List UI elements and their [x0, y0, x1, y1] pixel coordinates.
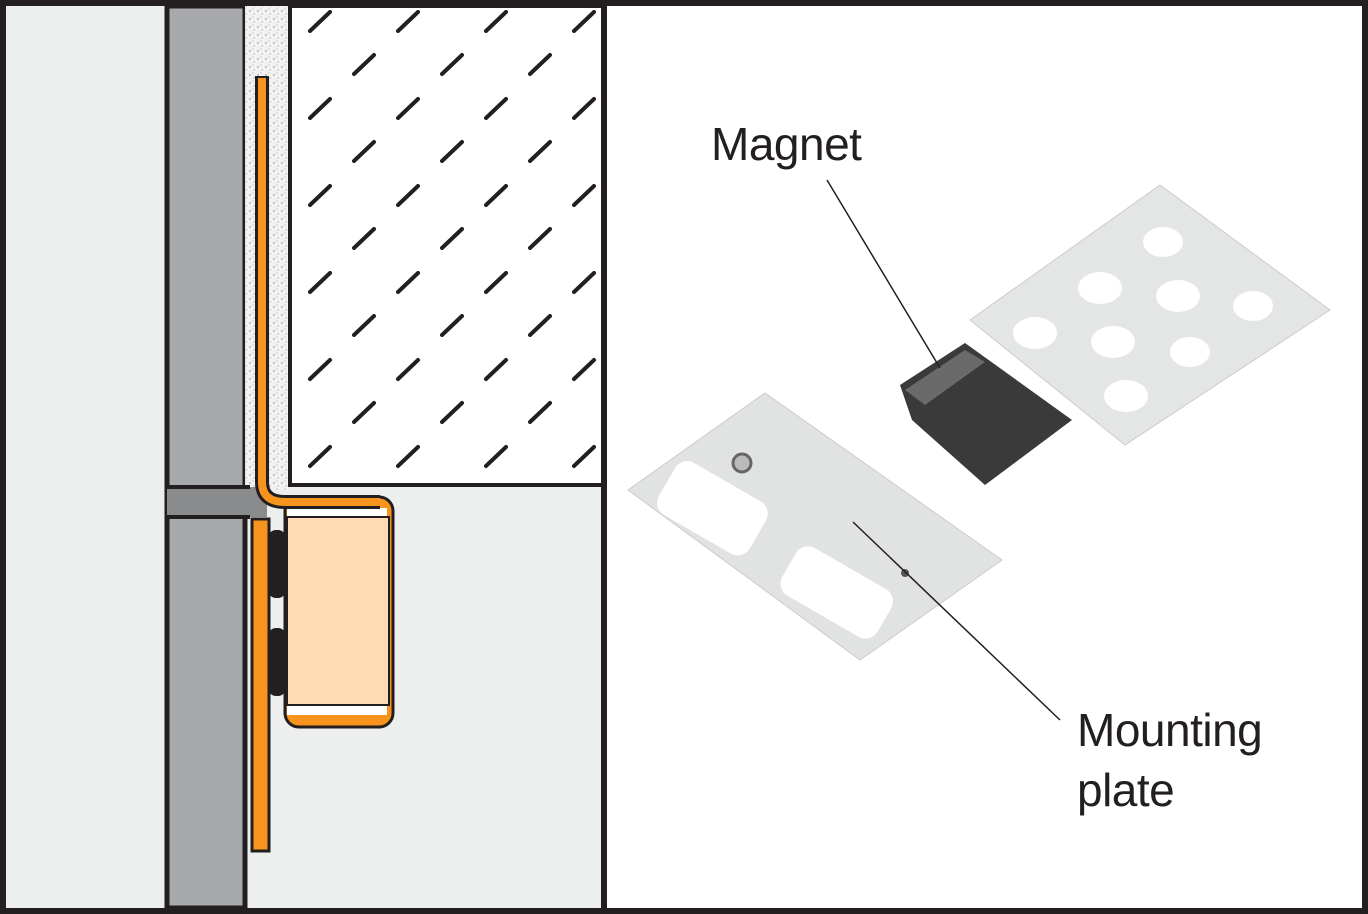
mounting-plate-section	[250, 517, 271, 853]
wall-substrate	[164, 3, 248, 911]
magnet-section	[268, 530, 286, 598]
cross-section-panel	[6, 3, 607, 911]
profile-leg	[258, 78, 380, 506]
mounting-plate-label-line1: Mounting	[1077, 704, 1263, 756]
magnet-plate-photo	[900, 184, 1331, 485]
grout-joint	[167, 487, 267, 517]
magnet-label: Magnet	[711, 118, 862, 170]
mounting-plate-label-line2: plate	[1077, 764, 1175, 816]
magnet-section	[268, 628, 286, 696]
tile-hatching	[294, 10, 600, 481]
mounting-plate-photo	[627, 392, 1003, 661]
mounting-plate-leader-line	[852, 521, 1061, 721]
product-photo	[627, 179, 1331, 721]
magnet-leader-line	[826, 179, 941, 369]
